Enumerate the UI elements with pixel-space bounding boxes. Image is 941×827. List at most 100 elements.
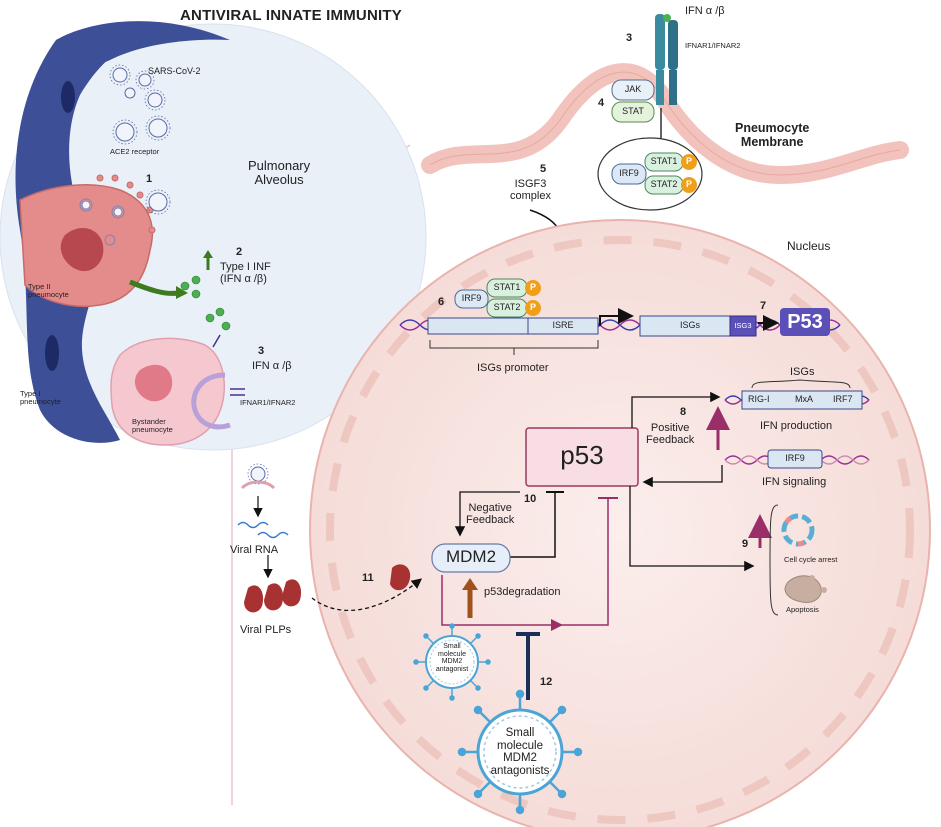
mxa-label: MxA [795,394,813,404]
irf9-box [611,163,647,185]
step-12-label: 12 [540,676,553,688]
step-1-label: 1 [146,173,153,185]
ifn-production-label: IFN production [760,420,833,432]
viral-plps-label: Viral PLPs [240,624,292,636]
stat2-label: STAT2 [650,179,678,189]
step-9-label: 9 [742,538,749,550]
step-10-label: 10 [524,493,537,505]
ifn-top-label: IFN α /β [685,5,725,17]
alveolus-circle [0,23,427,451]
membrane-receptor [655,14,678,105]
step-4-label: 4 [598,97,605,109]
small-antagonist-label: Small molecule MDM2 antagonist [435,643,469,674]
phospho-2 [681,177,697,193]
ifn-to-p53-arrow [642,465,723,488]
phospho-label-1: P [685,156,692,166]
type1-pneumocyte-label: Type I pneumocyte [20,389,61,407]
nuclear-envelope [326,236,914,824]
viral-rna-label: Viral RNA [230,544,279,556]
irf7-label: IRF7 [833,394,853,404]
isgs-gene-box [741,390,863,410]
antagonist-p53-line [560,498,609,626]
plp-to-mdm2-arrow [311,578,423,611]
p53-gene-label: P53 [787,311,823,333]
vessel-top [56,21,230,64]
isgs-bracket [751,379,851,389]
tss-arrow [599,308,634,326]
bystander-nucleus [134,364,173,402]
bystander-membrane [191,372,231,430]
step-11-label: 11 [362,572,374,584]
stat-box [611,101,655,123]
nucleus-label: Nucleus [787,239,831,253]
degradation-label: p53degradation [484,586,561,598]
type2-pneumocyte-label: Type II pneumocyte [28,282,69,300]
p53-to-outcomes-arrow [629,486,755,572]
isre-label: ISRE [552,320,574,330]
stat2-dna-label: STAT2 [493,302,521,312]
bystander-label: Bystander pneumocyte [132,417,173,435]
big-antagonist-label: Small molecule MDM2 antagonists [490,727,550,777]
mdm2-label: MDM2 [445,547,497,566]
irf9-dna-label: IRF9 [461,293,482,303]
p53-gene-box [780,308,830,336]
phospho-1 [681,154,697,170]
outcome-bracket [769,504,779,616]
ifnar-alveolus-label: IFNAR1/IFNAR2 [240,398,296,407]
rigi-label: RIG-I [748,394,770,404]
step-3-membrane-label: 3 [626,32,633,44]
virion-entry-icon [240,463,276,490]
viral-plps-icon [244,579,302,613]
antagonist-arrow [441,575,563,631]
nucleus-circle [309,219,931,827]
phospho-dna-2: P [529,302,536,312]
type2-nucleus [60,227,104,272]
diagram-title: ANTIVIRAL INNATE IMMUNITY [180,7,402,24]
mdm2-box [431,543,511,573]
apoptosis-icon [784,575,822,604]
ifn-signaling-label: IFN signaling [762,476,827,488]
jak-label: JAK [624,84,642,94]
ace2-label: ACE2 receptor [110,147,160,156]
phospho-label-2: P [685,179,692,189]
irf9-label: IRF9 [619,168,639,178]
p53-box [525,427,639,487]
stat-label: STAT [622,106,644,116]
vessel-nucleus-2 [45,335,59,371]
positive-feedback-label: Positive Feedback [646,422,695,447]
jak-box [611,79,655,101]
negative-feedback-label: Negative Feedback [466,502,515,527]
plp-in-nucleus [390,564,411,591]
isgs-group-label: ISGs [790,366,815,378]
viral-rna-icon [237,521,269,529]
virion-cluster [112,67,168,212]
mdm2-inhibit-line [510,492,556,558]
irf9-signal-label: IRF9 [785,453,805,463]
apoptosis-label: Apoptosis [786,605,819,614]
ifnar-top-label: IFNAR1/IFNAR2 [685,41,741,50]
irf9-gene-box [767,449,823,469]
p53-label: p53 [560,440,604,470]
promoter-label: ISGs promoter [477,362,549,374]
irf9-dna-box [454,289,489,309]
ifn-alveolus-label: IFN α /β [252,360,292,372]
isgs-label: ISGs [679,320,700,330]
membrane-line [429,71,901,176]
step-5-label: 5 [540,163,547,175]
isg3-box [729,315,757,337]
p53-to-ifn-arrow [631,391,721,428]
cell-cycle-label: Cell cycle arrest [784,555,838,564]
type1-inf-label: Type I INF (IFN α /β) [220,261,271,286]
stat1-label: STAT1 [650,156,678,166]
negative-feedback-arrow [454,491,520,537]
stat1-dna-label: STAT1 [493,282,521,292]
membrane-label: Pneumocyte Membrane [735,121,810,149]
secretion-arrow [129,279,179,296]
isg3-label: ISG3 [734,321,752,330]
step-2-label: 2 [236,246,243,258]
step-3-alveolus-label: 3 [258,345,265,357]
vessel-nucleus-1 [61,81,75,113]
isgf3-label: ISGF3 complex [510,178,551,203]
